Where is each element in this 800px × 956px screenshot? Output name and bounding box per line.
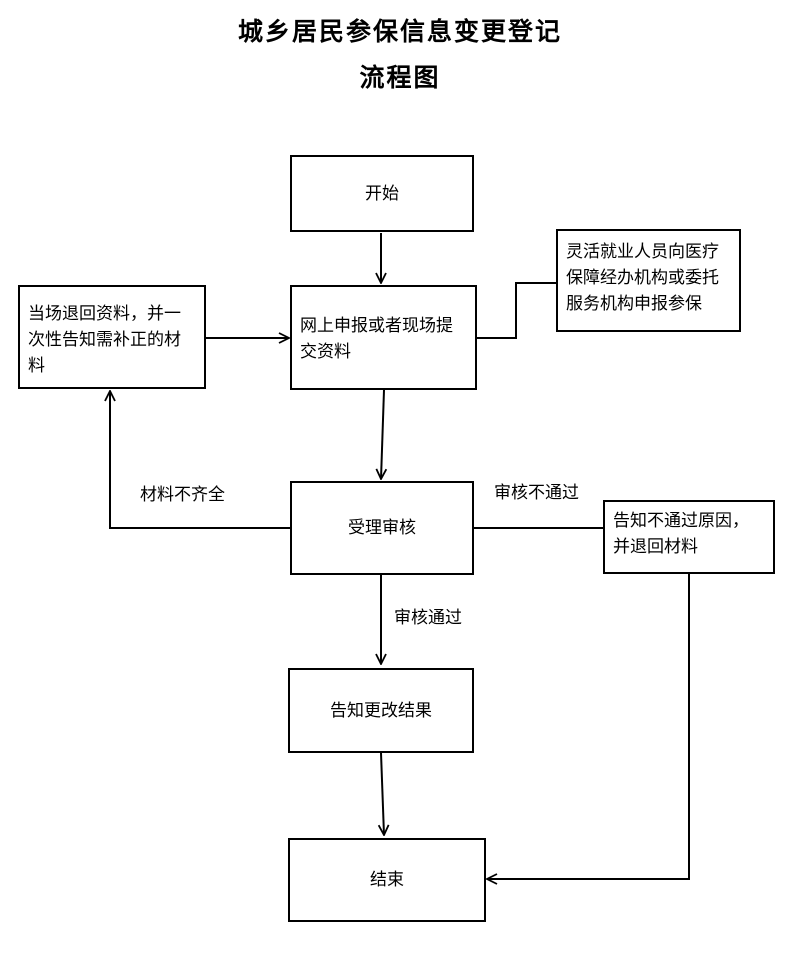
node-start: 开始 <box>290 155 474 232</box>
node-end: 结束 <box>288 838 486 922</box>
arrow-reject-to-end <box>487 574 690 879</box>
arrow-notify-to-end <box>381 752 384 835</box>
node-notify-result: 告知更改结果 <box>288 668 474 753</box>
arrow-submit-to-review <box>381 389 384 479</box>
node-reject-notice: 告知不通过原因，并退回材料 <box>603 500 775 574</box>
diagram-title: 城乡居民参保信息变更登记 <box>237 17 562 46</box>
arrow-review-to-return <box>110 391 290 529</box>
edge-label-not-passed: 审核不通过 <box>494 483 579 503</box>
edge-label-incomplete: 材料不齐全 <box>140 485 225 505</box>
diagram-subtitle: 流程图 <box>359 63 441 92</box>
edge-label-passed: 审核通过 <box>394 608 462 628</box>
connector-flexible-to-submit <box>477 282 556 339</box>
node-submit-materials: 网上申报或者现场提交资料 <box>290 285 477 390</box>
node-flexible-employment: 灵活就业人员向医疗保障经办机构或委托服务机构申报参保 <box>556 229 741 332</box>
node-return-materials: 当场退回资料，并一次性告知需补正的材料 <box>18 285 206 389</box>
node-review: 受理审核 <box>290 481 474 575</box>
